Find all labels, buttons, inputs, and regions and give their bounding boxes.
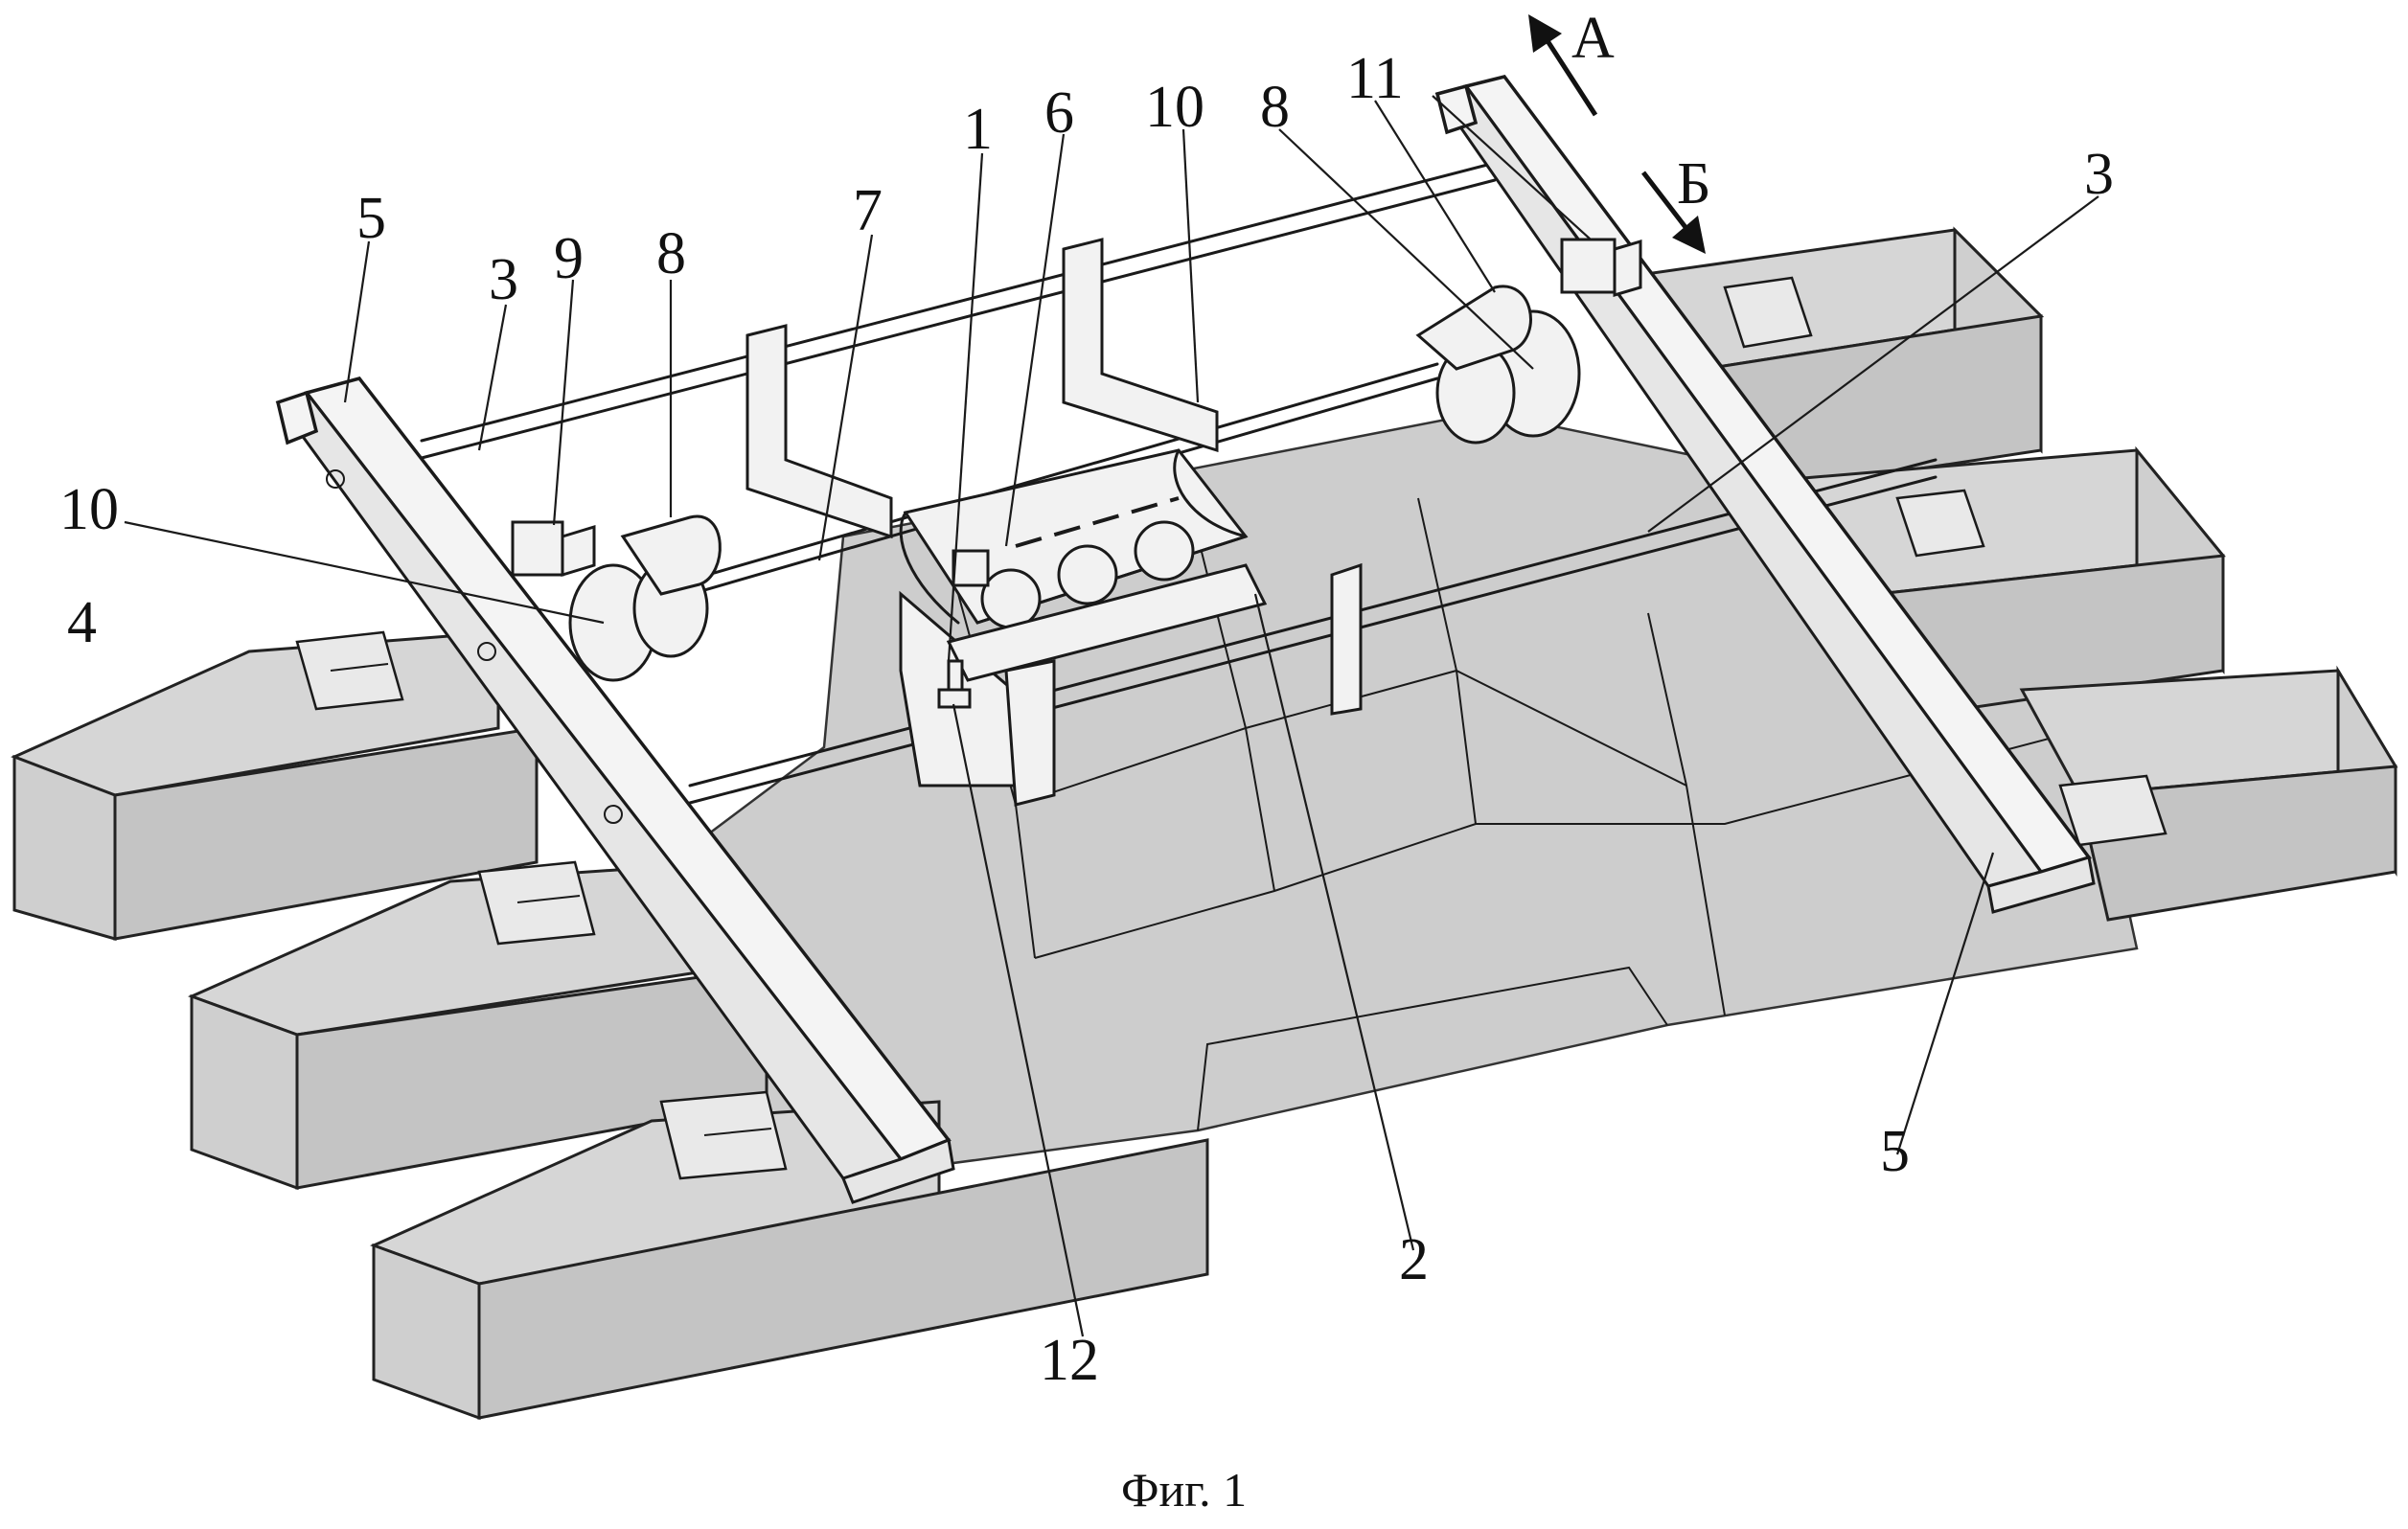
label-9: 9 [554,226,584,291]
label-1: 1 [963,97,993,162]
label-3-left: 3 [489,247,518,312]
label-12: 12 [1040,1328,1099,1393]
label-4: 4 [67,590,97,655]
arrow-A [1528,14,1598,117]
rail-5-left [275,377,955,1204]
label-3-right: 3 [2084,142,2114,207]
label-arrow-B: Б [1677,151,1711,217]
drive-unit-right [1415,238,1642,445]
sleeper [187,860,768,1191]
sensor-housing-6 [899,448,1249,629]
pin-12 [937,659,972,709]
drive-unit-left [511,514,722,682]
label-8-right: 8 [1260,75,1290,140]
sleeper [1789,445,2226,720]
central-frame [745,238,1363,807]
label-11: 11 [1346,46,1404,111]
label-8-left: 8 [656,221,686,286]
figure-caption: Фиг. 1 [1121,1463,1247,1517]
label-10-left: 10 [59,477,119,542]
sleeper [370,1090,1209,1421]
label-5-right: 5 [1880,1119,1910,1184]
sleeper [1616,226,2045,500]
arrow-B [1641,171,1706,254]
label-6: 6 [1044,80,1074,146]
label-10-right: 10 [1145,75,1204,140]
leader-lines [124,95,2099,1337]
sleeper [2019,665,2398,922]
label-5-left: 5 [356,186,386,251]
labels: 5 3 9 8 10 4 7 1 6 10 8 11 3 5 2 12 А Б [59,6,2114,1393]
label-7: 7 [853,178,883,243]
label-2: 2 [1399,1227,1429,1292]
label-arrow-A: А [1571,6,1615,71]
